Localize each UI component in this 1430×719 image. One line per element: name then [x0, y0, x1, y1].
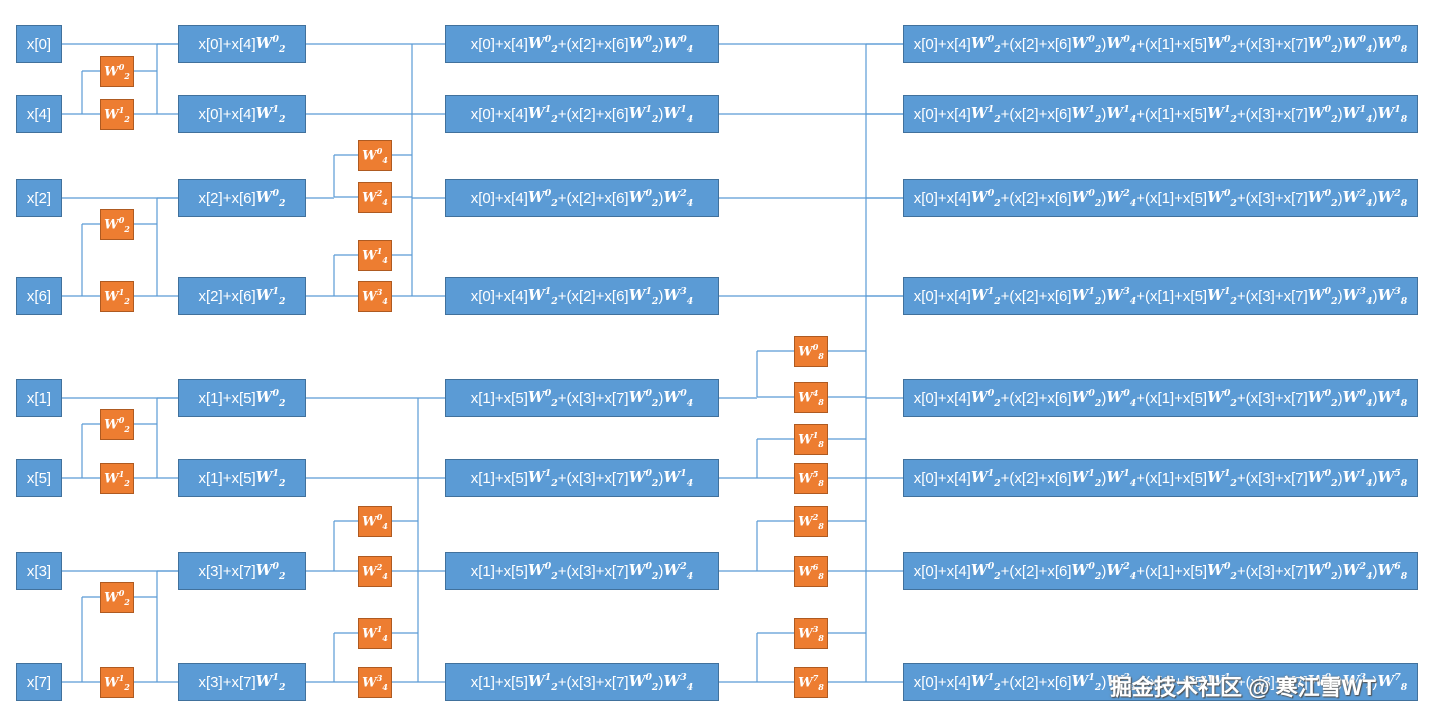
input-node-0: x[0]	[16, 25, 62, 63]
twiddle-w8-1: W48	[794, 381, 828, 413]
twiddle-w8-4: W28	[794, 505, 828, 537]
stage1-node-6: x[3]+x[7]W02	[178, 552, 306, 590]
input-node-2: x[2]	[16, 179, 62, 217]
stage1-node-2: x[2]+x[6]W02	[178, 179, 306, 217]
input-node-1: x[4]	[16, 95, 62, 133]
input-node-6: x[3]	[16, 552, 62, 590]
twiddle-w4-7: W34	[358, 666, 392, 698]
input-node-3: x[6]	[16, 277, 62, 315]
stage2-node-5: x[1]+x[5]W12+(x[3]+x[7]W02)W14	[445, 459, 719, 497]
twiddle-w2-4: W02	[100, 408, 134, 440]
input-node-4: x[1]	[16, 379, 62, 417]
twiddle-w2-3: W12	[100, 280, 134, 312]
twiddle-w4-2: W14	[358, 239, 392, 271]
stage2-node-1: x[0]+x[4]W12+(x[2]+x[6]W12)W14	[445, 95, 719, 133]
output-node-1: x[0]+x[4]W12+(x[2]+x[6]W12)W14+(x[1]+x[5…	[903, 95, 1418, 133]
input-node-5: x[5]	[16, 459, 62, 497]
stage2-node-6: x[1]+x[5]W02+(x[3]+x[7]W02)W24	[445, 552, 719, 590]
twiddle-w4-1: W24	[358, 181, 392, 213]
twiddle-w8-6: W38	[794, 617, 828, 649]
twiddle-w2-5: W12	[100, 462, 134, 494]
twiddle-w2-2: W02	[100, 208, 134, 240]
input-node-7: x[7]	[16, 663, 62, 701]
twiddle-w2-7: W12	[100, 666, 134, 698]
twiddle-w8-2: W18	[794, 423, 828, 455]
stage1-node-4: x[1]+x[5]W02	[178, 379, 306, 417]
twiddle-w4-0: W04	[358, 139, 392, 171]
stage2-node-2: x[0]+x[4]W02+(x[2]+x[6]W02)W24	[445, 179, 719, 217]
stage1-node-5: x[1]+x[5]W12	[178, 459, 306, 497]
twiddle-w4-3: W34	[358, 280, 392, 312]
twiddle-w4-4: W04	[358, 505, 392, 537]
stage1-node-0: x[0]+x[4]W02	[178, 25, 306, 63]
twiddle-w8-3: W58	[794, 462, 828, 494]
stage2-node-3: x[0]+x[4]W12+(x[2]+x[6]W12)W34	[445, 277, 719, 315]
output-node-2: x[0]+x[4]W02+(x[2]+x[6]W02)W24+(x[1]+x[5…	[903, 179, 1418, 217]
stage2-node-0: x[0]+x[4]W02+(x[2]+x[6]W02)W04	[445, 25, 719, 63]
twiddle-w8-7: W78	[794, 666, 828, 698]
stage2-node-4: x[1]+x[5]W02+(x[3]+x[7]W02)W04	[445, 379, 719, 417]
twiddle-w2-6: W02	[100, 581, 134, 613]
twiddle-w8-5: W68	[794, 555, 828, 587]
output-node-3: x[0]+x[4]W12+(x[2]+x[6]W12)W34+(x[1]+x[5…	[903, 277, 1418, 315]
stage1-node-7: x[3]+x[7]W12	[178, 663, 306, 701]
stage1-node-1: x[0]+x[4]W12	[178, 95, 306, 133]
output-node-5: x[0]+x[4]W12+(x[2]+x[6]W12)W14+(x[1]+x[5…	[903, 459, 1418, 497]
stage2-node-7: x[1]+x[5]W12+(x[3]+x[7]W02)W34	[445, 663, 719, 701]
stage1-node-3: x[2]+x[6]W12	[178, 277, 306, 315]
twiddle-w4-5: W24	[358, 555, 392, 587]
twiddle-w4-6: W14	[358, 617, 392, 649]
output-node-7: x[0]+x[4]W12+(x[2]+x[6]W12)W34+(x[1]+x[5…	[903, 663, 1418, 701]
watermark: 掘金技术社区 @ 寒江雪WT	[1110, 675, 1376, 700]
twiddle-w2-1: W12	[100, 98, 134, 130]
twiddle-w2-0: W02	[100, 55, 134, 87]
output-node-4: x[0]+x[4]W02+(x[2]+x[6]W02)W04+(x[1]+x[5…	[903, 379, 1418, 417]
twiddle-w8-0: W08	[794, 335, 828, 367]
output-node-6: x[0]+x[4]W02+(x[2]+x[6]W02)W24+(x[1]+x[5…	[903, 552, 1418, 590]
output-node-0: x[0]+x[4]W02+(x[2]+x[6]W02)W04+(x[1]+x[5…	[903, 25, 1418, 63]
